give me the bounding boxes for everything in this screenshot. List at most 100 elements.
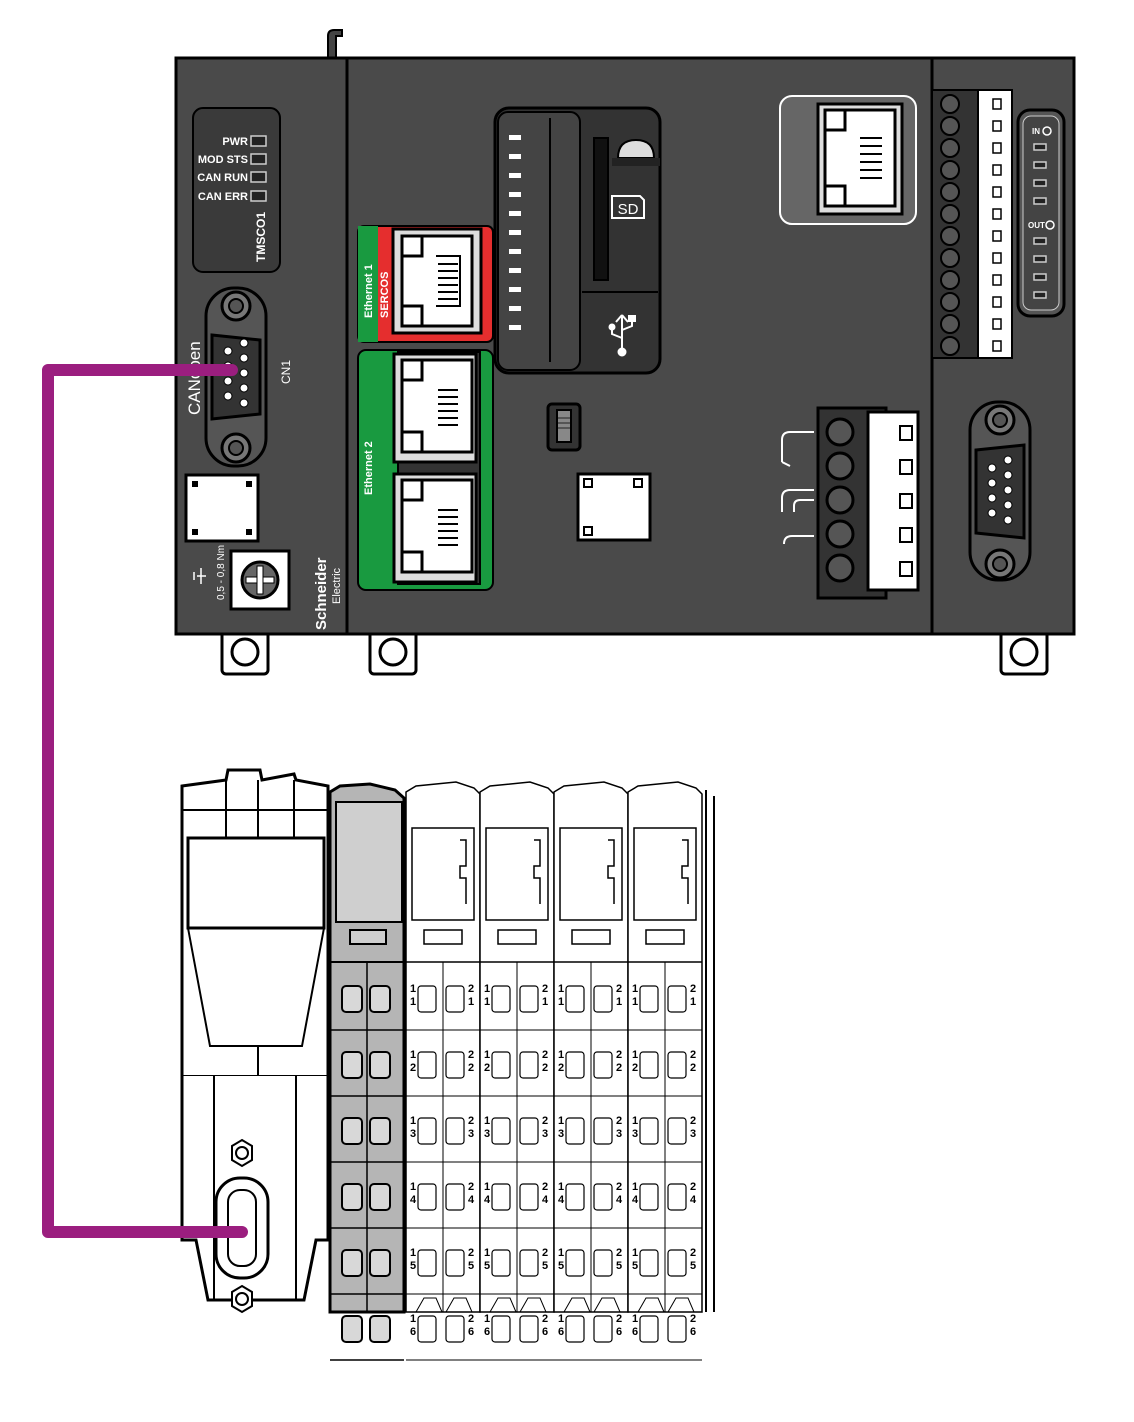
ground-terminal — [184, 473, 260, 543]
terminal-row-label: 5 — [484, 1260, 490, 1272]
terminal-row-label: 3 — [484, 1128, 490, 1140]
terminal-label: 1 — [410, 1181, 416, 1193]
terminal-row-label: 1 — [558, 996, 564, 1008]
terminal-label: 2 — [616, 1181, 622, 1193]
terminal-label: 2 — [616, 1313, 622, 1325]
terminal-label: 1 — [558, 1313, 564, 1325]
connector-label-cn1: CN1 — [279, 360, 293, 384]
terminal-row-label: 4 — [542, 1194, 549, 1206]
led-panel — [192, 107, 281, 273]
brand-logo-sub: Electric — [331, 567, 343, 604]
terminal-row-label: 6 — [542, 1326, 548, 1338]
terminal-row-label: 3 — [690, 1128, 696, 1140]
label-square — [576, 472, 652, 542]
io-in-icon — [1042, 126, 1052, 136]
terminal-row-label: 3 — [632, 1128, 638, 1140]
terminal-label: 2 — [690, 1181, 696, 1193]
terminal-row-label: 1 — [468, 996, 474, 1008]
terminal-label: 2 — [468, 1313, 474, 1325]
terminal-label: 2 — [468, 983, 474, 995]
terminal-label: 2 — [690, 1313, 696, 1325]
terminal-row-label: 3 — [468, 1128, 474, 1140]
terminal-label: 1 — [484, 1247, 490, 1259]
terminal-row-label: 2 — [558, 1062, 564, 1074]
io-terminal-block — [931, 89, 1013, 359]
io-station: 1121122213231424152516261121122213231424… — [180, 768, 715, 1361]
usb-icon — [608, 314, 636, 357]
io-in-label: IN — [1032, 127, 1040, 136]
terminal-label: 1 — [558, 1247, 564, 1259]
terminal-label: 1 — [558, 1115, 564, 1127]
torque-label: 0,5 - 0,8 Nm — [216, 545, 227, 600]
terminal-label: 2 — [616, 1049, 622, 1061]
terminal-label: 1 — [484, 1181, 490, 1193]
ground-screw — [229, 549, 291, 611]
terminal-label: 1 — [484, 1049, 490, 1061]
terminal-row-label: 3 — [542, 1128, 548, 1140]
terminal-row-label: 3 — [558, 1128, 564, 1140]
led-label-pwr: PWR — [222, 136, 248, 148]
terminal-row-label: 4 — [410, 1194, 417, 1206]
terminal-label: 2 — [690, 1115, 696, 1127]
terminal-row-label: 2 — [542, 1062, 548, 1074]
terminal-row-label: 6 — [632, 1326, 638, 1338]
terminal-label: 1 — [632, 1313, 638, 1325]
terminal-label: 1 — [558, 1181, 564, 1193]
led-list: PWR MOD STS CAN RUN CAN ERR — [197, 135, 267, 203]
ethernet1-port — [357, 225, 494, 343]
canopen-label: CANopen — [185, 341, 204, 415]
terminal-label: 2 — [542, 1181, 548, 1193]
terminal-row-label: 4 — [690, 1194, 697, 1206]
terminal-row-label: 6 — [410, 1326, 416, 1338]
run-stop-switch — [546, 402, 582, 452]
sd-label: SD — [618, 201, 639, 218]
ethernet2-label: Ethernet 2 — [363, 441, 375, 495]
terminal-label: 2 — [690, 983, 696, 995]
canopen-cable — [42, 364, 248, 1238]
mounting-tab — [220, 628, 270, 676]
io-led-panel: IN OUT — [1016, 108, 1066, 318]
terminal-label: 2 — [468, 1247, 474, 1259]
terminal-row-label: 1 — [542, 996, 548, 1008]
terminal-row-label: 4 — [468, 1194, 475, 1206]
serial-connector — [968, 400, 1032, 582]
sd-usb-panel — [493, 106, 662, 375]
terminal-row-label: 4 — [632, 1194, 639, 1206]
io-out-icon — [1045, 220, 1055, 230]
led-label-mod-sts: MOD STS — [198, 154, 248, 166]
terminal-row-label: 5 — [542, 1260, 548, 1272]
terminal-label: 2 — [542, 1247, 548, 1259]
terminal-row-label: 2 — [632, 1062, 638, 1074]
canopen-connector — [204, 286, 268, 468]
terminal-row-label: 6 — [690, 1326, 696, 1338]
terminal-label: 2 — [616, 1115, 622, 1127]
terminal-label: 2 — [542, 1049, 548, 1061]
terminal-label: 2 — [690, 1049, 696, 1061]
terminal-row-label: 1 — [632, 996, 638, 1008]
terminal-row-label: 3 — [410, 1128, 416, 1140]
led-label-can-err: CAN ERR — [198, 191, 248, 203]
led-pwr — [250, 135, 267, 147]
terminal-label: 2 — [468, 1181, 474, 1193]
terminal-row-label: 6 — [484, 1326, 490, 1338]
terminal-label: 1 — [410, 1115, 416, 1127]
terminal-label: 1 — [410, 1049, 416, 1061]
bus-coupler — [180, 768, 330, 1314]
terminal-label: 1 — [632, 1181, 638, 1193]
terminal-label: 1 — [410, 1313, 416, 1325]
terminal-label: 1 — [484, 1115, 490, 1127]
power-terminal — [781, 406, 920, 600]
terminal-row-label: 1 — [484, 996, 490, 1008]
terminal-row-label: 6 — [558, 1326, 564, 1338]
led-can-run — [250, 171, 267, 183]
mounting-tab — [368, 628, 418, 676]
terminal-label: 2 — [542, 983, 548, 995]
terminal-row-label: 5 — [558, 1260, 564, 1272]
terminal-row-label: 5 — [410, 1260, 416, 1272]
ethernet2-port — [357, 349, 494, 591]
terminal-row-label: 1 — [690, 996, 696, 1008]
